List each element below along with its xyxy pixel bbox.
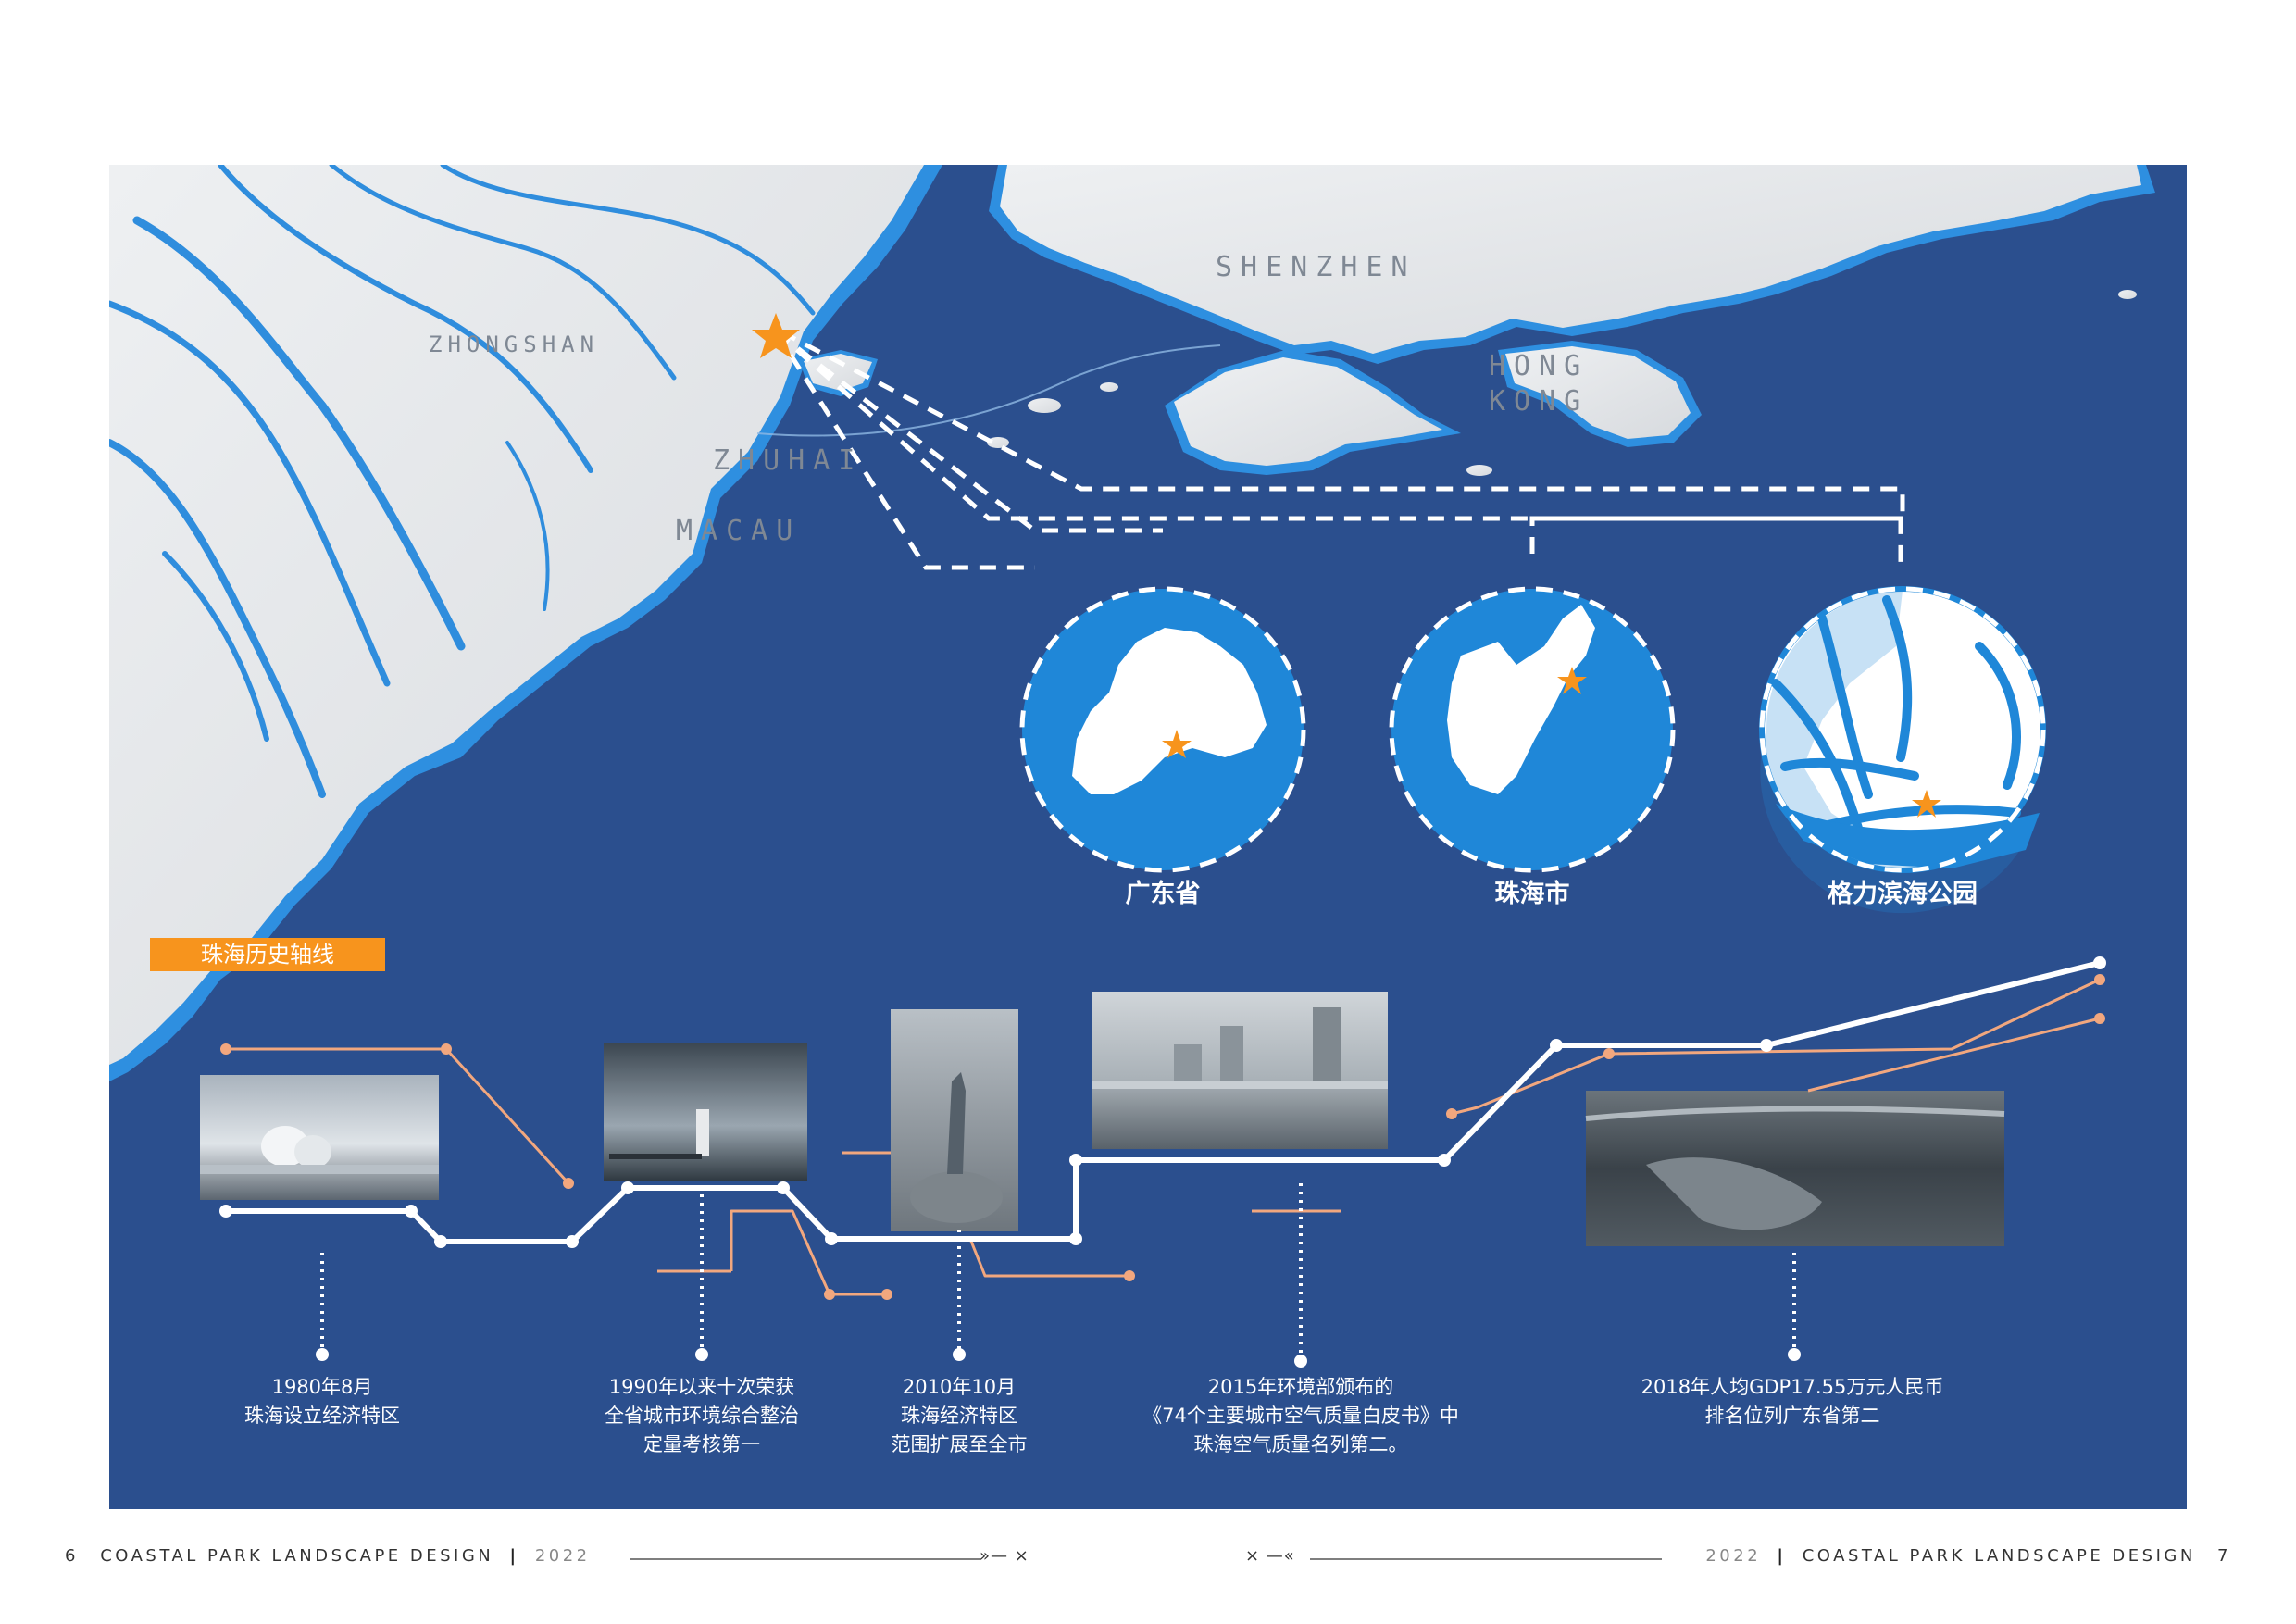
star-icon <box>752 313 800 358</box>
page-number-right: 7 <box>2217 1546 2231 1566</box>
star-icon <box>1912 790 1941 818</box>
footer-title-left: COASTAL PARK LANDSCAPE DESIGN <box>100 1546 494 1566</box>
city-label-hongkong-1: HONG <box>1489 350 1590 382</box>
city-label-hongkong-2: KONG <box>1489 385 1590 418</box>
map-panel: SHENZHEN ZHONGSHAN ZHUHAI MACAU HONG KON… <box>109 165 2187 1509</box>
timeline-event-2010: 2010年10月珠海经济特区范围扩展至全市 <box>891 1376 1028 1455</box>
star-icon <box>1557 667 1587 694</box>
city-label-macau: MACAU <box>676 515 802 547</box>
circle-guangdong <box>1019 586 1306 873</box>
timeline-title: 珠海历史轴线 <box>150 938 385 971</box>
footer-nav-rule-left <box>630 1558 981 1560</box>
timeline-photos <box>200 992 2005 1246</box>
city-label-zhuhai: ZHUHAI <box>713 444 864 477</box>
zhuhai-shape <box>1447 605 1595 794</box>
lantau-island <box>1174 357 1442 466</box>
small-islands <box>987 290 2137 476</box>
timeline-event-2018: 2018年人均GDP17.55万元人民币排名位列广东省第二 <box>1641 1376 1944 1427</box>
footer-right: 2022 | COASTAL PARK LANDSCAPE DESIGN 7 <box>1705 1546 2231 1566</box>
river-channels <box>109 165 816 798</box>
guangdong-shape <box>1072 628 1267 794</box>
footer-year-right: 2022 <box>1705 1546 1762 1566</box>
page-number-left: 6 <box>65 1546 79 1566</box>
timeline-event-2015: 2015年环境部颁布的《74个主要城市空气质量白皮书》中珠海空气质量名列第二。 <box>1142 1376 1459 1455</box>
timeline-nodes <box>219 956 2106 1248</box>
timeline-nodes-salmon <box>220 974 2105 1300</box>
city-label-zhongshan: ZHONGSHAN <box>429 331 600 357</box>
drop-lines <box>320 1183 1796 1355</box>
circle-label-guangdong: 广东省 <box>1125 880 1201 908</box>
hong-kong-island <box>1505 346 1691 439</box>
city-label-shenzhen: SHENZHEN <box>1216 251 1416 283</box>
star-icon <box>1162 730 1192 758</box>
dashed-connectors <box>773 329 1905 570</box>
north-land <box>1000 165 2141 354</box>
footer-left: 6 COASTAL PARK LANDSCAPE DESIGN | 2022 <box>65 1546 591 1566</box>
map-and-timeline-graphics <box>109 165 2155 1368</box>
footer-year-left: 2022 <box>534 1546 591 1566</box>
footer-nav-mark-left: »— × <box>980 1546 1029 1566</box>
circle-park <box>1759 586 2046 914</box>
timeline-event-1980: 1980年8月珠海设立经济特区 <box>244 1376 400 1427</box>
footer-title-right: COASTAL PARK LANDSCAPE DESIGN <box>1802 1546 2196 1566</box>
circle-label-park: 格力滨海公园 <box>1828 880 1978 908</box>
circle-label-zhuhai: 珠海市 <box>1494 880 1570 908</box>
timeline-event-1990: 1990年以来十次荣获全省城市环境综合整治定量考核第一 <box>605 1376 799 1455</box>
circle-zhuhai <box>1389 586 1676 873</box>
drop-line-dots <box>316 1348 1801 1368</box>
footer-nav-mark-right: × —« <box>1245 1546 1295 1566</box>
footer-nav-rule-right <box>1310 1558 1662 1560</box>
